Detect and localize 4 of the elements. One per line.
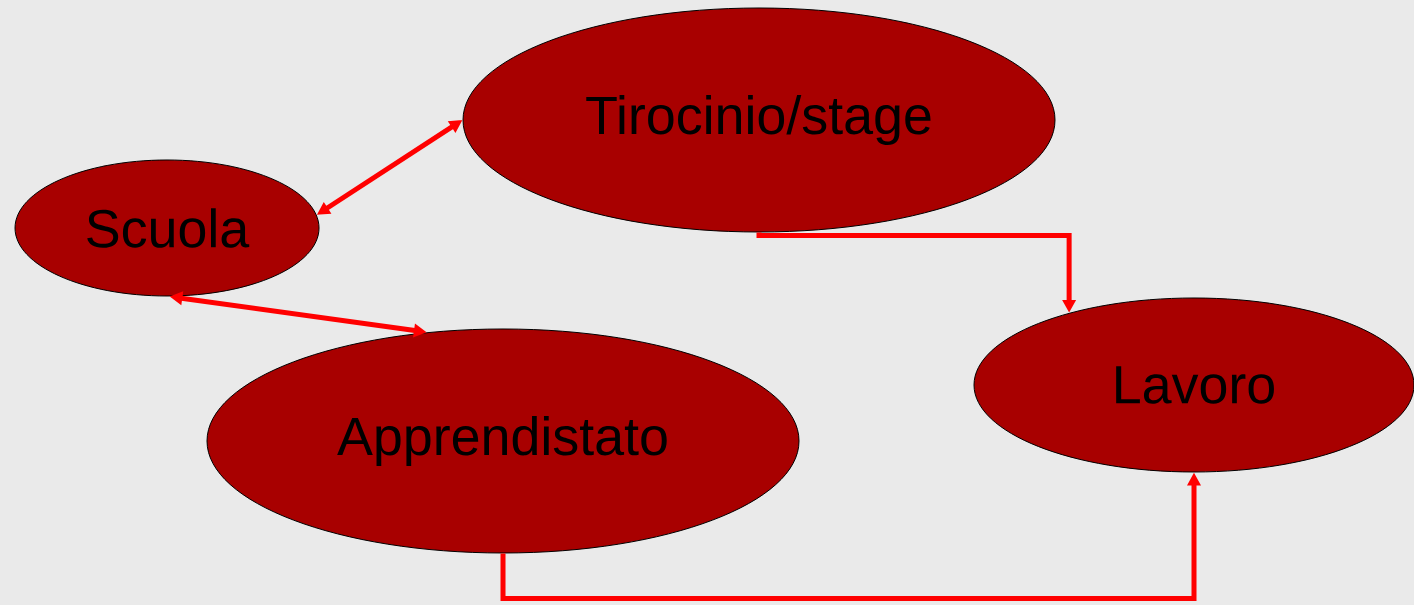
ellipse-node: Tirocinio/stage xyxy=(462,7,1056,233)
ellipse-node: Apprendistato xyxy=(206,328,800,554)
ellipse-node: Lavoro xyxy=(973,297,1414,473)
ellipse-node: Scuola xyxy=(14,159,320,297)
